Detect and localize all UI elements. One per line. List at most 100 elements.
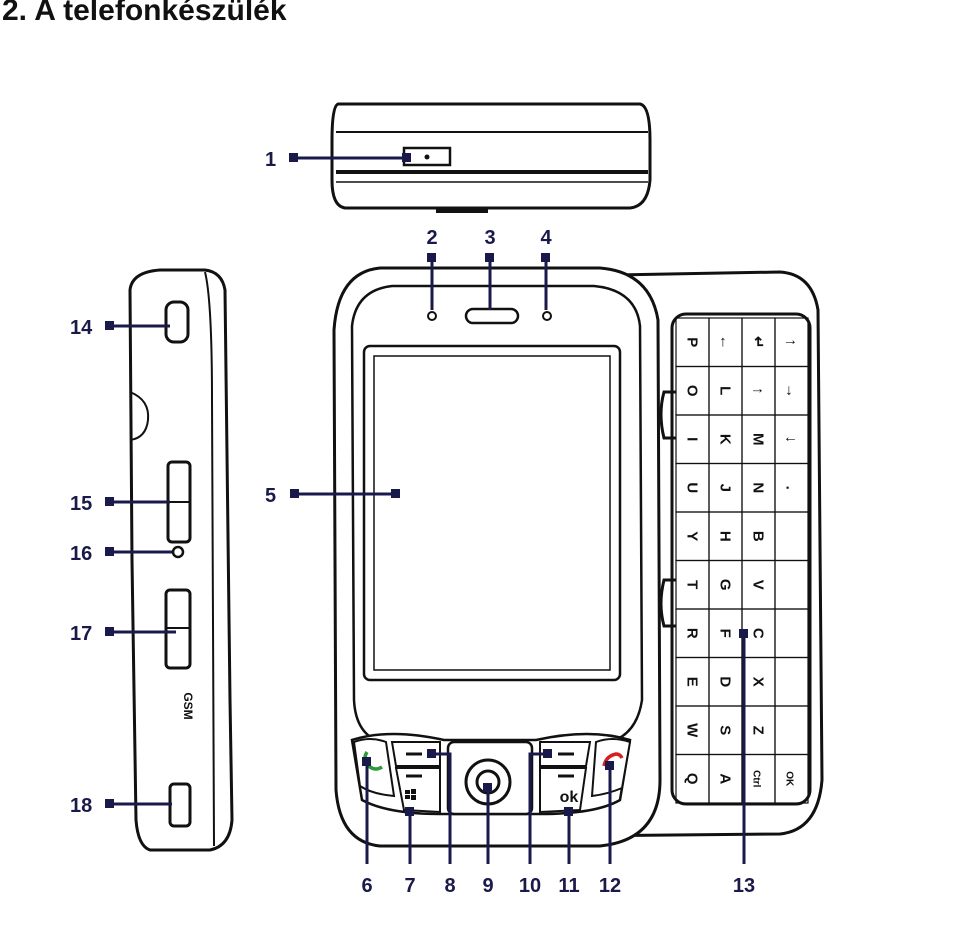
- device-side-view: GSM: [128, 268, 234, 852]
- earpiece-speaker: [464, 307, 520, 325]
- svg-text:9: 9: [482, 875, 493, 897]
- end-call-icon: [602, 752, 624, 767]
- callout-14: 14: [70, 317, 170, 339]
- screen-frame: [362, 344, 622, 682]
- callout-2: 2: [426, 227, 438, 310]
- callout-15: 15: [70, 493, 170, 515]
- keyboard-key-label: L: [717, 386, 734, 395]
- page-title: 2. A telefonkészülék: [2, 0, 287, 27]
- keyboard-key-label: I: [684, 437, 701, 441]
- keyboard-key-label: ↵: [750, 336, 767, 349]
- keyboard-key-label: ↑: [750, 387, 767, 395]
- keyboard-key-label: R: [684, 628, 701, 639]
- side-power-button[interactable]: [164, 300, 190, 344]
- side-view-outline: [128, 268, 234, 852]
- keyboard-key-label: ←: [717, 335, 734, 350]
- keyboard-key-label: K: [717, 434, 734, 445]
- svg-text:15: 15: [70, 493, 92, 515]
- callout-13: 13: [733, 629, 755, 897]
- keyboard-key-label: →: [783, 383, 800, 398]
- navigation-pad[interactable]: [446, 740, 534, 816]
- keyboard-key-label: Z: [750, 726, 767, 735]
- callout-16: 16: [70, 543, 172, 565]
- svg-text:8: 8: [444, 875, 455, 897]
- callout-18: 18: [70, 795, 172, 817]
- keyboard-key-label: Y: [684, 531, 701, 541]
- top-view-base-tab: [436, 207, 488, 213]
- keyboard-key-label: G: [717, 579, 734, 591]
- keyboard-key-label: E: [684, 677, 701, 687]
- touch-screen: [373, 355, 611, 671]
- svg-text:11: 11: [558, 875, 579, 897]
- keyboard-key[interactable]: [774, 753, 809, 804]
- svg-text:13: 13: [733, 875, 755, 897]
- keyboard-key-label: Q: [684, 773, 701, 785]
- callout-8: 8: [427, 749, 456, 897]
- keyboard-key-label: B: [750, 531, 767, 542]
- keyboard-key-label: ↑: [783, 339, 800, 347]
- svg-text:2: 2: [426, 227, 437, 249]
- svg-text:12: 12: [599, 875, 621, 897]
- keyboard-key-label: S: [717, 725, 734, 735]
- ok-key-label: ok: [560, 789, 579, 806]
- start-menu-key[interactable]: [394, 767, 441, 814]
- device-top-view: [330, 102, 652, 213]
- keyboard-side-button-bottom: [659, 578, 676, 628]
- svg-text:18: 18: [70, 795, 92, 817]
- keyboard-key-label: Ctrl: [751, 770, 762, 787]
- keyboard-key-label: .: [783, 486, 800, 490]
- ok-key[interactable]: [539, 767, 588, 814]
- callout-5: 5: [265, 485, 400, 507]
- callout-10: 10: [519, 749, 552, 897]
- callout-7: 7: [404, 807, 416, 897]
- keyboard-key-label: V: [750, 580, 767, 590]
- callout-17: 17: [70, 623, 176, 645]
- callout-9: 9: [482, 783, 494, 897]
- keyboard-key-label: W: [684, 723, 701, 738]
- keyboard-key-label: H: [717, 531, 734, 542]
- keyboard-key-label: F: [717, 629, 734, 638]
- side-bottom-button[interactable]: [168, 782, 192, 828]
- windows-icon: [405, 789, 416, 800]
- usb-port-icon: [424, 154, 430, 160]
- keyboard-key-label: M: [750, 433, 767, 446]
- side-view-inner-edge: [204, 271, 215, 847]
- callout-1: 1: [265, 149, 411, 171]
- callout-3: 3: [484, 227, 496, 310]
- keyboard-key-label: C: [750, 628, 767, 639]
- svg-text:1: 1: [265, 149, 276, 171]
- svg-text:6: 6: [361, 875, 372, 897]
- callout-6: 6: [361, 757, 373, 897]
- keyboard-key-label: O: [684, 385, 701, 397]
- keyboard-key-label: J: [717, 484, 734, 492]
- svg-text:7: 7: [404, 875, 415, 897]
- side-reset-hole: [171, 545, 185, 559]
- keyboard-key-label: P: [684, 337, 701, 347]
- keyboard-key-label: U: [684, 482, 701, 493]
- side-gsm-mark: GSM: [181, 692, 195, 719]
- keyboard-key-label: D: [717, 676, 734, 687]
- keyboard-key-label: ↓: [783, 436, 800, 444]
- keyboard-side-button-top: [659, 390, 676, 440]
- notification-led-left: [427, 311, 437, 321]
- side-view-curve: [129, 391, 150, 441]
- svg-text:14: 14: [70, 317, 93, 339]
- svg-text:3: 3: [484, 227, 495, 249]
- callout-4: 4: [540, 227, 552, 310]
- device-front-view: ok: [332, 266, 662, 848]
- keyboard-inner: [670, 312, 812, 806]
- keyboard-key-label: X: [750, 677, 767, 687]
- top-view-outline: [330, 102, 652, 210]
- notification-led-right: [542, 311, 552, 321]
- keyboard-key-label: N: [750, 482, 767, 493]
- svg-text:17: 17: [70, 623, 92, 645]
- callouts: 1 2 3 4 5 6 7 8 9 10 11: [70, 149, 755, 897]
- svg-text:16: 16: [70, 543, 92, 565]
- callout-12: 12: [599, 761, 621, 897]
- keyboard-key-label: A: [717, 773, 734, 784]
- keyboard-key-label: T: [684, 580, 701, 589]
- keyboard-key-label: OK: [784, 771, 795, 787]
- svg-text:4: 4: [540, 227, 552, 249]
- callout-11: 11: [558, 807, 580, 897]
